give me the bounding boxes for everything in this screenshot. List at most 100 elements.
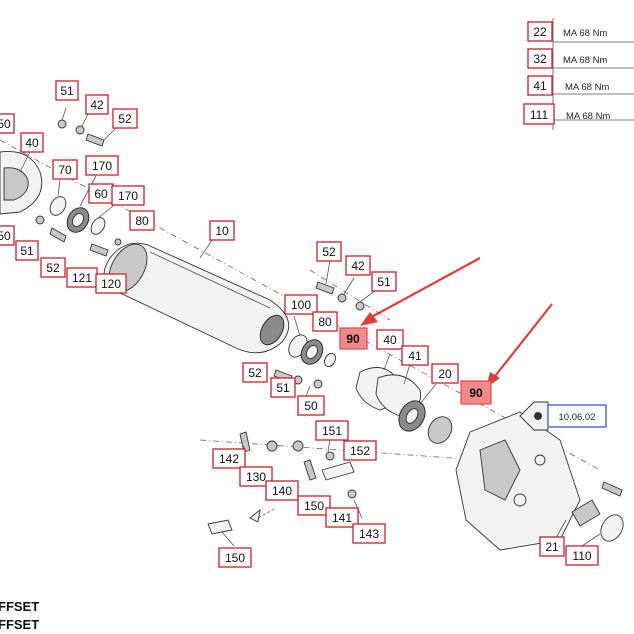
right-washer-top <box>337 293 347 303</box>
callout-box <box>270 377 296 398</box>
leader-line <box>221 531 235 547</box>
torque-row: 111 MA 68 Nm <box>523 103 610 125</box>
callout-box <box>265 480 299 501</box>
leader-line <box>81 113 89 127</box>
callout-52: 52 <box>316 241 342 262</box>
callout-label: 20 <box>438 367 452 381</box>
callout-label: 90 <box>469 386 483 400</box>
callout-label: 110 <box>572 549 591 563</box>
callout-label: 170 <box>118 189 138 203</box>
torque-part-box <box>527 75 553 96</box>
callout-21: 21 <box>539 536 565 557</box>
torque-spec: MA 68 Nm <box>566 111 610 122</box>
left-washer-top <box>57 119 67 129</box>
callout-52: 52 <box>242 362 268 383</box>
callout-40: 40 <box>20 132 44 153</box>
callout-label: 50 <box>304 399 318 413</box>
callout-40: 40 <box>376 329 404 350</box>
left-bearing-assembly <box>0 119 122 257</box>
tensioner-lock-nut <box>347 489 357 499</box>
callout-label: 51 <box>377 275 391 289</box>
right-nut-top <box>355 301 365 311</box>
callout-label: 70 <box>58 163 72 177</box>
torque-spec: MA 68 Nm <box>563 55 607 66</box>
view-eye-icon <box>534 412 542 420</box>
callout-label: 40 <box>25 136 39 150</box>
callout-130: 130 <box>239 466 273 487</box>
callout-52: 52 <box>40 257 66 278</box>
callout-box <box>112 108 138 129</box>
roller-cylinder <box>103 242 290 354</box>
callout-box <box>0 225 15 246</box>
torque-part-number: 111 <box>530 108 549 122</box>
callout-box <box>85 155 119 176</box>
callout-80: 80 <box>129 210 155 231</box>
callout-150: 150 <box>297 495 331 516</box>
frame-bolt <box>601 481 623 497</box>
right-bearing-bore <box>305 344 319 360</box>
callout-label: 21 <box>545 540 559 554</box>
footer-line: FFSET <box>0 599 39 614</box>
leader-line <box>57 179 61 197</box>
footer-line: FFSET <box>0 617 39 632</box>
torque-part-box <box>527 48 553 69</box>
callout-170: 170 <box>111 185 145 206</box>
left-housing-inner <box>3 167 29 201</box>
callout-box <box>55 80 79 101</box>
callout-51: 51 <box>15 240 39 261</box>
callout-box <box>345 255 371 276</box>
callout-51: 51 <box>371 271 397 292</box>
callout-label: 152 <box>350 444 370 458</box>
left-pin <box>89 243 109 257</box>
frame-plate-outline <box>455 411 581 551</box>
callout-110: 110 <box>565 545 599 566</box>
tensioner-pin <box>303 459 317 481</box>
callout-label: 143 <box>359 527 379 541</box>
callout-label: 42 <box>90 98 104 112</box>
leader-line <box>79 175 97 207</box>
callout-box <box>95 273 127 294</box>
callout-42: 42 <box>85 94 109 115</box>
leader-line <box>581 533 601 547</box>
reference-tag-text: 10.06.02 <box>559 412 596 423</box>
callout-41: 41 <box>401 345 429 366</box>
frame-flange <box>600 514 624 542</box>
callout-151: 151 <box>315 420 349 441</box>
callout-box <box>52 159 78 180</box>
tensioner-nut <box>292 440 304 452</box>
callouts: 50 40 51 42 52 70 170 60 <box>0 80 599 568</box>
leader-line <box>343 277 355 295</box>
leader-line <box>383 353 391 371</box>
callout-label: 40 <box>383 333 397 347</box>
torque-part-box <box>527 21 553 42</box>
torque-spec: MA 68 Nm <box>563 28 607 39</box>
callout-10: 10 <box>209 220 235 241</box>
callout-label: 141 <box>332 511 352 525</box>
callout-label: 130 <box>246 470 266 484</box>
callout-box <box>15 240 39 261</box>
frame-plate-hole <box>513 493 527 507</box>
pointer-arrow-shaft <box>365 257 481 321</box>
pointer-arrow-head <box>360 312 378 326</box>
callout-box <box>239 466 273 487</box>
callout-170: 170 <box>85 155 119 176</box>
leader-line <box>305 385 311 397</box>
left-clip <box>114 238 122 246</box>
callout-label: 60 <box>94 187 108 201</box>
footer-labels: FFSET FFSET <box>0 599 39 632</box>
callout-box <box>0 113 15 134</box>
reference-tag-box <box>547 404 607 428</box>
callout-label: 50 <box>0 117 11 131</box>
callout-box <box>242 362 268 383</box>
callout-box <box>343 440 377 461</box>
callout-label: 150 <box>225 551 245 565</box>
chain-link-loose <box>207 519 233 535</box>
pointer-arrow-shaft <box>491 303 553 381</box>
right-flange-bore <box>405 408 419 424</box>
tensioner-washer <box>266 440 278 452</box>
callout-52: 52 <box>112 108 138 129</box>
callout-box <box>85 94 109 115</box>
callout-label: 52 <box>118 112 132 126</box>
chain-link-assembly <box>321 461 355 481</box>
tensioner-spacer <box>325 451 335 461</box>
